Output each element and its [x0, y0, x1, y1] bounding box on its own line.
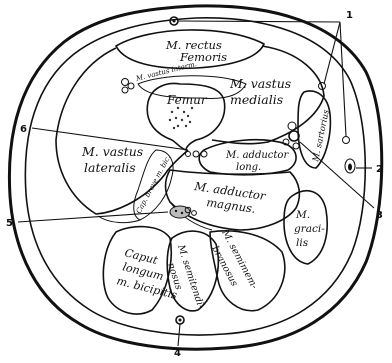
superficial-vein-top [170, 17, 178, 25]
callout-1: 1 [346, 10, 353, 21]
superficial-vein-bottom [176, 316, 184, 324]
callout-4: 4 [174, 348, 181, 358]
label-vastus-lateralis-2: lateralis [84, 160, 136, 175]
sciatic-nerve [170, 206, 196, 218]
callout-2: 2 [376, 164, 383, 175]
label-vastus-lateralis: M. vastus [81, 144, 143, 159]
callout-5: 5 [6, 218, 13, 229]
callout-6: 6 [20, 124, 27, 135]
label-adductor-longus-2: long. [236, 162, 261, 173]
bone-marrow-dots [169, 107, 193, 129]
profunda-vessels [186, 151, 208, 157]
label-adductor-longus: M. adductor [225, 150, 289, 161]
vessels-anterior [122, 79, 135, 94]
label-femur: Femur [166, 93, 208, 107]
label-gracilis: M. [295, 209, 310, 221]
label-vastus-medialis-2: medialis [230, 92, 283, 107]
label-vastus-medialis: M. vastus [229, 76, 291, 91]
callout-3: 3 [376, 210, 383, 221]
label-gracilis-2: graci- [294, 223, 325, 235]
label-gracilis-3: lis [296, 237, 309, 249]
